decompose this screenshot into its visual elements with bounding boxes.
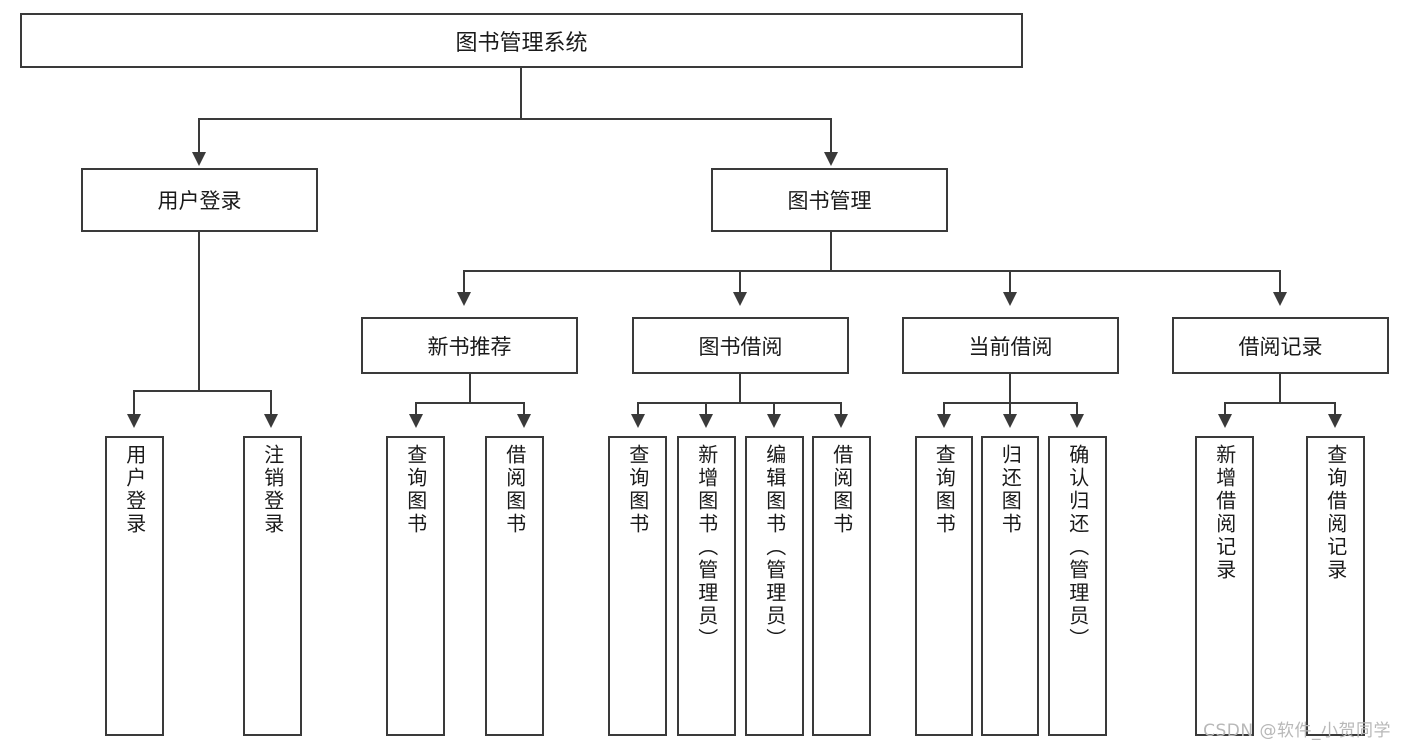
node-label: 新书推荐 bbox=[427, 334, 512, 359]
arrow-book-borrow-to-leaf-3 bbox=[767, 414, 781, 428]
edge-borrow-record-bus bbox=[1224, 402, 1336, 404]
edge-book-borrow-stem bbox=[739, 374, 741, 402]
edge-borrow-record-to-leaf-2 bbox=[1334, 402, 1336, 416]
edge-current-borrow-to-leaf-2 bbox=[1009, 402, 1011, 416]
arrow-new-book-to-leaf-1 bbox=[409, 414, 423, 428]
edge-root-to-user-login bbox=[198, 118, 200, 154]
arrow-book-borrow-to-leaf-1 bbox=[631, 414, 645, 428]
node-label: 当前借阅 bbox=[968, 334, 1053, 359]
edge-borrow-record-stem bbox=[1279, 374, 1281, 402]
arrow-borrow-record-to-leaf-2 bbox=[1328, 414, 1342, 428]
edge-current-borrow-to-leaf-1 bbox=[943, 402, 945, 416]
edge-root-stem bbox=[520, 68, 522, 118]
node-current-borrow[interactable]: 当前借阅 bbox=[902, 317, 1119, 374]
edge-current-borrow-stem bbox=[1009, 374, 1011, 402]
node-user-login[interactable]: 用户登录 bbox=[81, 168, 318, 232]
arrow-book-borrow-to-leaf-4 bbox=[834, 414, 848, 428]
node-book-borrow[interactable]: 图书借阅 bbox=[632, 317, 849, 374]
leaf-logout[interactable]: 注销登录 bbox=[243, 436, 302, 736]
leaf-borrow-book[interactable]: 借阅图书 bbox=[812, 436, 871, 736]
arrow-book-management-to-book-borrow bbox=[733, 292, 747, 306]
edge-book-management-stem bbox=[830, 232, 832, 270]
arrow-new-book-to-leaf-2 bbox=[517, 414, 531, 428]
edge-root-bus bbox=[198, 118, 832, 120]
leaf-label: 查询借阅记录 bbox=[1323, 444, 1348, 582]
arrow-root-to-user-login bbox=[192, 152, 206, 166]
edge-book-borrow-to-leaf-3 bbox=[773, 402, 775, 416]
arrow-book-borrow-to-leaf-2 bbox=[699, 414, 713, 428]
edge-user-login-bus bbox=[133, 390, 271, 392]
node-label: 图书管理 bbox=[787, 189, 872, 213]
arrow-borrow-record-to-leaf-1 bbox=[1218, 414, 1232, 428]
node-label: 图书借阅 bbox=[698, 334, 783, 359]
leaf-add-book-admin[interactable]: 新增图书（管理员） bbox=[677, 436, 736, 736]
leaf-borrow-book-new-recommendation[interactable]: 借阅图书 bbox=[485, 436, 544, 736]
leaf-query-borrow-record[interactable]: 查询借阅记录 bbox=[1306, 436, 1365, 736]
edge-new-book-stem bbox=[469, 374, 471, 402]
edge-book-borrow-to-leaf-2 bbox=[705, 402, 707, 416]
edge-borrow-record-to-leaf-1 bbox=[1224, 402, 1226, 416]
leaf-label: 查询图书 bbox=[625, 444, 650, 536]
node-new-book-recommendation[interactable]: 新书推荐 bbox=[361, 317, 578, 374]
leaf-query-book-borrow[interactable]: 查询图书 bbox=[608, 436, 667, 736]
edge-new-book-to-leaf-2 bbox=[523, 402, 525, 416]
node-label: 用户登录 bbox=[157, 189, 242, 213]
arrow-root-to-book-management bbox=[824, 152, 838, 166]
edge-book-borrow-bus bbox=[637, 402, 842, 404]
edge-book-management-to-book-borrow bbox=[739, 270, 741, 294]
edge-book-management-bus bbox=[463, 270, 1280, 272]
edge-book-management-to-new-book bbox=[463, 270, 465, 294]
edge-root-to-book-management bbox=[830, 118, 832, 154]
arrow-user-login-to-leaf-1 bbox=[127, 414, 141, 428]
edge-user-login-to-leaf-2 bbox=[270, 390, 272, 416]
node-book-management[interactable]: 图书管理 bbox=[711, 168, 948, 232]
leaf-label: 查询图书 bbox=[403, 444, 428, 536]
leaf-edit-book-admin[interactable]: 编辑图书（管理员） bbox=[745, 436, 804, 736]
edge-book-management-to-current-borrow bbox=[1009, 270, 1011, 294]
leaf-label: 编辑图书（管理员） bbox=[762, 444, 787, 651]
edge-user-login-stem bbox=[198, 232, 200, 390]
leaf-query-book-current[interactable]: 查询图书 bbox=[915, 436, 973, 736]
leaf-label: 用户登录 bbox=[122, 444, 147, 536]
leaf-confirm-return-admin[interactable]: 确认归还（管理员） bbox=[1048, 436, 1107, 736]
arrow-book-management-to-current-borrow bbox=[1003, 292, 1017, 306]
edge-current-borrow-to-leaf-3 bbox=[1076, 402, 1078, 416]
arrow-current-borrow-to-leaf-3 bbox=[1070, 414, 1084, 428]
leaf-add-borrow-record[interactable]: 新增借阅记录 bbox=[1195, 436, 1254, 736]
leaf-label: 确认归还（管理员） bbox=[1065, 444, 1090, 651]
node-borrow-record[interactable]: 借阅记录 bbox=[1172, 317, 1389, 374]
edge-book-borrow-to-leaf-1 bbox=[637, 402, 639, 416]
arrow-user-login-to-leaf-2 bbox=[264, 414, 278, 428]
edge-new-book-to-leaf-1 bbox=[415, 402, 417, 416]
arrow-book-management-to-new-book bbox=[457, 292, 471, 306]
node-root-book-management-system[interactable]: 图书管理系统 bbox=[20, 13, 1023, 68]
leaf-query-book-new-recommendation[interactable]: 查询图书 bbox=[386, 436, 445, 736]
leaf-label: 新增借阅记录 bbox=[1212, 444, 1237, 582]
edge-book-management-to-borrow-record bbox=[1279, 270, 1281, 294]
leaf-label: 查询图书 bbox=[932, 444, 957, 536]
leaf-label: 注销登录 bbox=[260, 444, 285, 536]
leaf-user-login[interactable]: 用户登录 bbox=[105, 436, 164, 736]
leaf-label: 归还图书 bbox=[998, 444, 1023, 536]
node-label: 图书管理系统 bbox=[455, 30, 588, 56]
arrow-book-management-to-borrow-record bbox=[1273, 292, 1287, 306]
node-label: 借阅记录 bbox=[1238, 334, 1323, 359]
arrow-current-borrow-to-leaf-2 bbox=[1003, 414, 1017, 428]
leaf-label: 借阅图书 bbox=[502, 444, 527, 536]
edge-user-login-to-leaf-1 bbox=[133, 390, 135, 416]
edge-new-book-bus bbox=[415, 402, 525, 404]
edge-book-borrow-to-leaf-4 bbox=[840, 402, 842, 416]
leaf-return-book[interactable]: 归还图书 bbox=[981, 436, 1039, 736]
leaf-label: 新增图书（管理员） bbox=[694, 444, 719, 651]
arrow-current-borrow-to-leaf-1 bbox=[937, 414, 951, 428]
csdn-watermark: CSDN @软件_小贺同学 bbox=[1203, 721, 1391, 741]
leaf-label: 借阅图书 bbox=[829, 444, 854, 536]
